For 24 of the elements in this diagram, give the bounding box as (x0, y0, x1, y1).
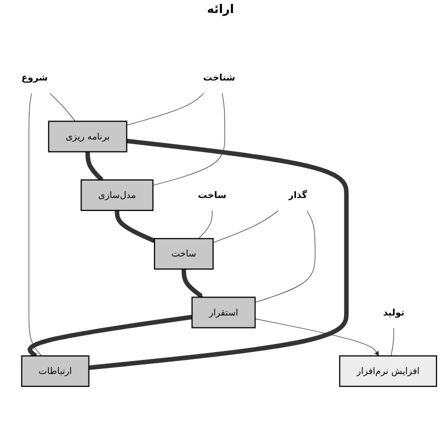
node-text: شروع (21, 72, 48, 83)
arrow (254, 318, 379, 356)
note-label: ارائه (207, 2, 234, 16)
node-box: برنامه ریزی (48, 120, 128, 152)
connector (198, 210, 212, 239)
connector (126, 92, 204, 126)
node-box: افزایش نرم‌افزار (339, 355, 438, 387)
node-text: تولید (383, 306, 404, 318)
connector (50, 92, 76, 122)
node-box: ارتباطات (21, 355, 90, 387)
node-text: گذار (288, 190, 308, 200)
node-text: شناخت (203, 72, 236, 83)
node-box: مدل‌سازی (80, 179, 154, 211)
connector (28, 92, 42, 356)
connector (212, 210, 279, 243)
connector (152, 92, 226, 186)
connector (114, 210, 156, 244)
node-box: ساخت (154, 238, 214, 270)
node-text: ساخت (198, 190, 226, 200)
node-box: استقرار (191, 296, 256, 328)
connector (390, 327, 394, 356)
arrow (182, 269, 204, 298)
connector (88, 138, 349, 370)
connector (254, 210, 316, 303)
